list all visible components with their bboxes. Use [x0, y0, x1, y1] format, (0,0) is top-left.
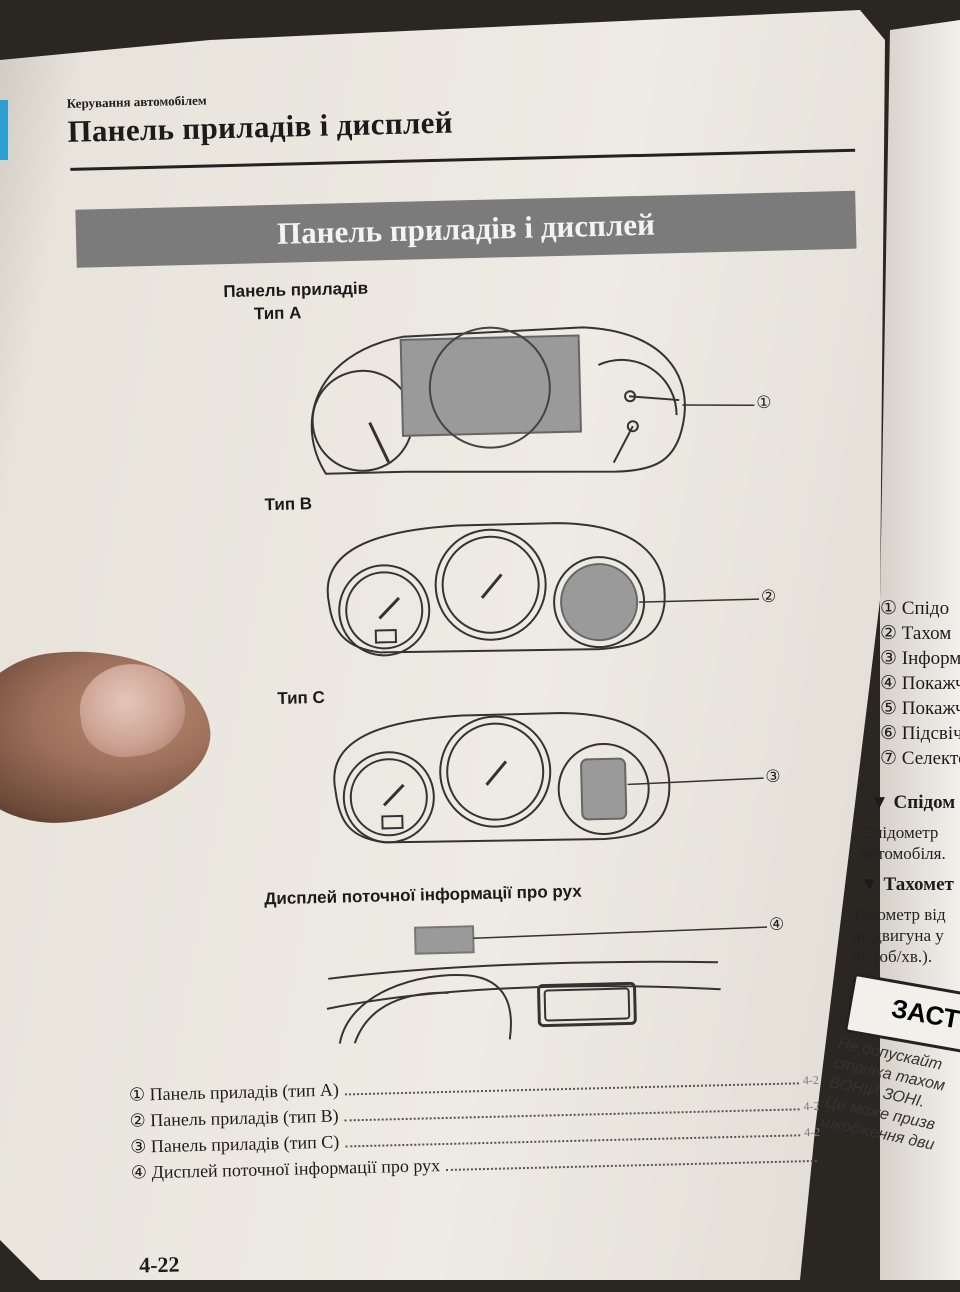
text-line: автомобіля.	[862, 844, 946, 863]
right-heading-speedometer: ▼ Спідом	[870, 792, 956, 813]
legend-text: Панель приладів (тип A)	[149, 1079, 340, 1105]
page-number: 4-22	[138, 1251, 180, 1278]
callout-1: ①	[756, 392, 772, 413]
callout-3: ③	[765, 766, 781, 787]
cluster-type-b	[326, 522, 760, 657]
legend-page: 4-2	[802, 1072, 820, 1088]
text-line: Тахометр від	[852, 905, 946, 924]
dashboard-drawing	[326, 925, 768, 1044]
right-list-item: ⑤ Покажч	[880, 698, 960, 719]
legend-number: ③	[130, 1136, 147, 1157]
cluster-type-c	[333, 712, 764, 844]
bookmark-tab	[0, 100, 8, 160]
legend-number: ④	[130, 1162, 148, 1183]
text-line: ну (об/хв.).	[852, 947, 933, 966]
text-line: Спідометр	[862, 823, 939, 842]
right-list-item: ① Спідо	[880, 598, 950, 619]
legend-text: Панель приладів (тип C)	[150, 1131, 340, 1157]
legend-text: Панель приладів (тип B)	[150, 1105, 339, 1131]
right-heading-tachometer: ▼ Тахомет	[860, 874, 954, 895]
right-text-speedometer: Спідометр автомобіля.	[862, 822, 946, 864]
legend-number: ②	[129, 1110, 147, 1131]
right-list-item: ④ Покажч	[880, 673, 960, 694]
text-line: ня двигуна у	[852, 926, 944, 945]
right-list-item: ⑥ Підсвіч	[880, 723, 960, 744]
cluster-type-a	[310, 326, 755, 475]
legend-number: ①	[128, 1084, 146, 1105]
callout-2: ②	[760, 586, 777, 607]
callout-4: ④	[768, 914, 785, 935]
leader-dots	[446, 1158, 817, 1171]
right-page-list: ① Спідо ② Тахом ③ Інформ ④ Покажч ⑤ Пока…	[880, 596, 960, 771]
right-page	[880, 20, 960, 1280]
legend-page: 4-2	[803, 1124, 821, 1140]
right-list-item: ⑦ Селекто	[880, 748, 960, 769]
right-list-item: ③ Інформ	[880, 648, 960, 669]
warning-label: ЗАСТ	[889, 993, 960, 1035]
legend-page: 4-2	[803, 1098, 820, 1114]
right-text-tachometer: Тахометр від ня двигуна у ну (об/хв.).	[852, 904, 946, 967]
legend-list: ① Панель приладів (тип A) 4-2 ② Панель пр…	[129, 1066, 821, 1185]
right-list-item: ② Тахом	[880, 623, 952, 644]
